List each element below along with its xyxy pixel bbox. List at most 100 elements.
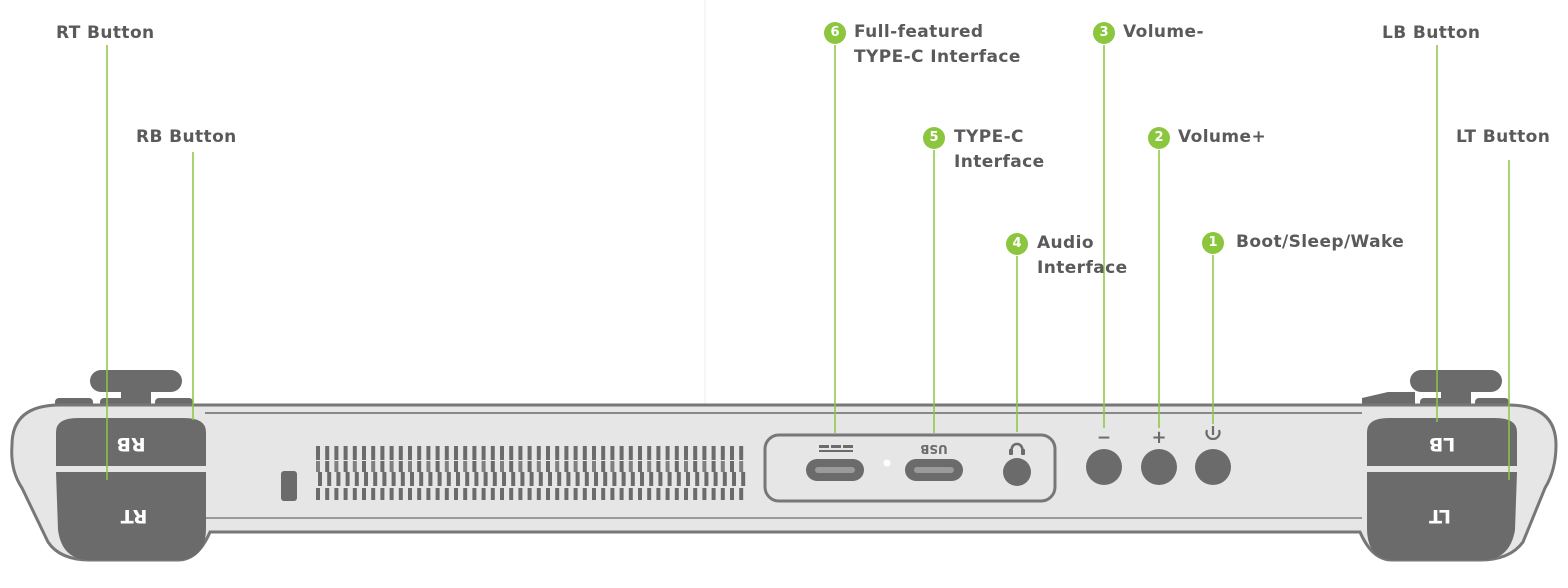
vent-slot	[711, 461, 716, 472]
rt-button-label: RT Button	[56, 23, 155, 43]
vent-slot	[373, 472, 378, 486]
vent-slot	[371, 488, 376, 500]
vent-slot	[676, 472, 681, 486]
left-thumbstick-top	[1362, 370, 1509, 408]
volume-down-button[interactable]	[1086, 449, 1122, 485]
vent-slot	[684, 446, 688, 460]
vent-slot	[573, 461, 578, 472]
vent-slot	[720, 488, 725, 500]
lb-button[interactable]	[1367, 418, 1517, 466]
vent-slot	[573, 488, 578, 500]
vent-slot	[601, 488, 606, 500]
vent-slot	[630, 472, 635, 486]
callout-1-badge: 1	[1202, 232, 1224, 254]
vent-slot	[582, 461, 587, 472]
vent-slot	[389, 488, 394, 500]
vent-slot	[371, 446, 376, 460]
vent-slot	[686, 472, 690, 486]
callout-6-line1: Full-featured	[854, 22, 984, 42]
lt-button-text: LT	[1429, 505, 1451, 527]
vent-slot	[555, 488, 560, 500]
vent-slot	[628, 446, 633, 460]
vent-slot	[327, 472, 332, 486]
vent-slot	[380, 461, 385, 472]
vent-slot	[619, 461, 624, 472]
type-c-port-inner-6	[815, 467, 855, 473]
vent-slot	[435, 488, 440, 500]
vent-slot	[334, 488, 339, 500]
vent-slot	[628, 488, 633, 500]
vent-slot	[638, 488, 642, 500]
vent-slot	[730, 461, 734, 472]
vent-slot	[316, 461, 320, 472]
vent-slot	[408, 461, 412, 472]
vent-slot	[594, 472, 598, 486]
vent-slot	[325, 461, 330, 472]
vent-slot	[610, 488, 615, 500]
vent-slot	[334, 446, 339, 460]
vent-slot	[428, 472, 433, 486]
volume-up-button[interactable]	[1141, 449, 1177, 485]
type-c-port-inner-5	[914, 467, 954, 473]
vent-slot	[730, 488, 734, 500]
vent-slot	[490, 461, 495, 472]
vent-slot	[417, 488, 422, 500]
callout-5-badge: 5	[923, 127, 945, 149]
audio-jack[interactable]	[1003, 458, 1031, 486]
vent-slot	[417, 461, 422, 472]
vent-slot	[343, 461, 348, 472]
vent-slot	[472, 461, 477, 472]
vent-slot	[684, 461, 688, 472]
callout-2-label: Volume+	[1178, 127, 1267, 147]
callout-4-line2: Interface	[1037, 258, 1128, 278]
callout-4-line1: Audio	[1037, 233, 1094, 253]
callout-1-label: Boot/Sleep/Wake	[1236, 232, 1405, 252]
power-icon	[1205, 426, 1221, 441]
vent-slot	[704, 472, 709, 486]
rb-button[interactable]	[56, 418, 206, 466]
vent-slot	[444, 461, 449, 472]
vent-slot	[444, 446, 449, 460]
vent-slot	[647, 488, 652, 500]
vent-slot	[730, 446, 734, 460]
vent-slot	[610, 446, 615, 460]
rt-button[interactable]	[56, 472, 206, 560]
vent-slot	[490, 488, 495, 500]
power-button[interactable]	[1195, 449, 1231, 485]
vent-slot	[382, 472, 387, 486]
vent-slot	[619, 488, 624, 500]
lb-button-text: LB	[1429, 433, 1456, 455]
indicator-led	[883, 459, 891, 467]
lt-button[interactable]	[1367, 472, 1517, 560]
vent-slot	[649, 472, 654, 486]
vent-slot	[343, 488, 348, 500]
vent-slot	[362, 461, 366, 472]
vent-slot	[474, 472, 479, 486]
vent-slot	[410, 472, 414, 486]
callout-5-label: TYPE-C Interface	[954, 125, 1045, 175]
vent-slot	[343, 446, 348, 460]
vent-slot	[695, 472, 700, 486]
vent-slot	[419, 472, 424, 486]
vent-slot	[665, 446, 670, 460]
rt-button-text: RT	[121, 505, 148, 527]
vent-slot	[656, 461, 661, 472]
vent-slot	[518, 446, 523, 460]
vent-slot	[426, 488, 431, 500]
vent-slot	[546, 446, 550, 460]
vent-slot	[454, 446, 458, 460]
vent-slot	[638, 446, 642, 460]
vent-slot	[702, 488, 707, 500]
vent-slot	[398, 488, 403, 500]
vent-slot	[426, 461, 431, 472]
vent-slot	[398, 461, 403, 472]
vent-slot	[555, 461, 560, 472]
vent-slot	[511, 472, 516, 486]
vent-slot	[720, 461, 725, 472]
vent-slot	[472, 488, 477, 500]
vent-slot	[564, 446, 569, 460]
vent-slot	[354, 472, 359, 486]
vent-slot	[665, 488, 670, 500]
vent-slot	[500, 446, 504, 460]
vent-slot	[380, 488, 385, 500]
